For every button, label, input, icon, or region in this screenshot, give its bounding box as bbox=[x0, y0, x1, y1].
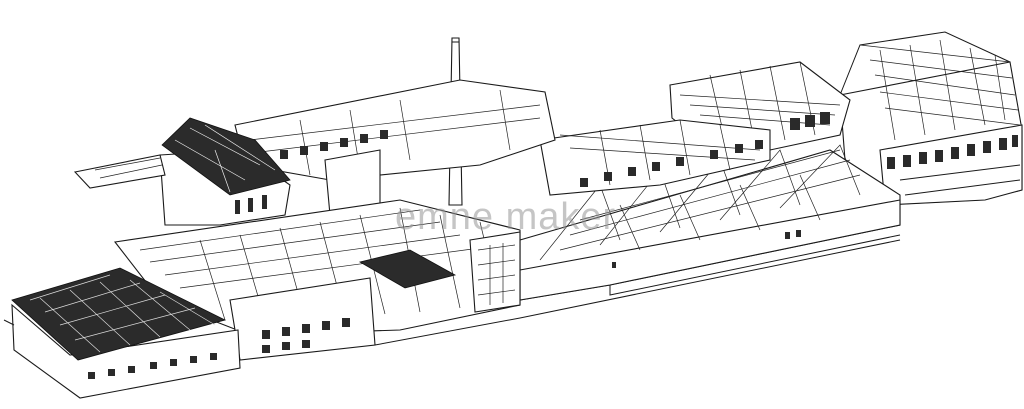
front-block bbox=[229, 277, 376, 361]
center-cluster bbox=[113, 199, 521, 336]
front-edge bbox=[374, 239, 901, 346]
gabled-hall bbox=[159, 117, 291, 226]
central-block bbox=[539, 119, 771, 196]
west-annex bbox=[73, 154, 166, 189]
front-left-hall bbox=[3, 267, 241, 399]
rear-block bbox=[234, 79, 556, 221]
